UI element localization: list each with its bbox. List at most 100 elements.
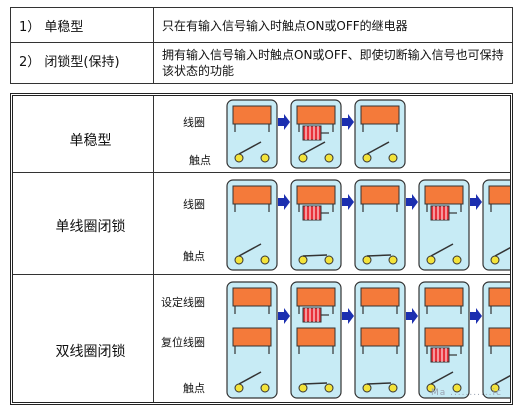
contact-terminal	[260, 153, 270, 163]
label-contact-2: 触点	[183, 250, 205, 263]
single-coil-states	[226, 179, 510, 271]
coil-bracket	[426, 346, 462, 354]
coil	[232, 287, 272, 307]
plunger-stripes	[305, 308, 319, 322]
coil	[232, 105, 272, 125]
contact-terminal	[298, 383, 308, 393]
row-title-monostable: 单稳型	[69, 133, 112, 149]
contact-arm	[430, 243, 454, 257]
coil	[424, 185, 464, 205]
coil	[360, 185, 400, 205]
contact-arm	[494, 246, 510, 257]
relay-type-diagram: 单稳型 单线圈闭锁 双线圈闭锁 线圈 触点 线圈 触点 设定线圈 复位线圈 触点…	[10, 93, 513, 405]
contact-terminal	[234, 153, 244, 163]
coil	[360, 105, 400, 125]
transition-arrow	[470, 308, 482, 324]
coil	[360, 287, 400, 307]
coil-bracket	[362, 124, 398, 132]
transition-arrow	[470, 194, 482, 210]
coil-bracket	[426, 204, 462, 212]
coil-bracket	[234, 306, 270, 314]
contact-terminal	[452, 383, 462, 393]
coil-bracket	[362, 204, 398, 212]
coil	[488, 287, 510, 307]
def-desc-latching: 拥有输入信号输入时触点ON或OFF、即使切断输入信号也可保持该状态的功能	[153, 42, 513, 84]
contact-terminal	[260, 383, 270, 393]
coil	[296, 287, 336, 307]
def-key-latching: 2） 闭锁型(保持)	[10, 42, 154, 84]
contact-terminal	[426, 255, 436, 265]
watermark: Ma ...........ic	[430, 388, 502, 398]
transition-arrow	[406, 308, 418, 324]
contact-terminal	[388, 255, 398, 265]
contact-terminal	[452, 255, 462, 265]
label-coil-1: 线圈	[183, 116, 205, 129]
label-reset-coil: 复位线圈	[161, 336, 205, 349]
def-key-monostable: 1） 单稳型	[10, 7, 154, 43]
contact-terminal	[260, 255, 270, 265]
contact-terminal	[490, 255, 500, 265]
contact-terminal	[298, 153, 308, 163]
contact-terminal	[388, 153, 398, 163]
coil	[296, 327, 336, 347]
coil-bracket	[362, 306, 398, 314]
coil-bracket	[490, 306, 492, 314]
coil	[296, 105, 336, 125]
column-divider	[153, 96, 154, 402]
contact-arm	[366, 254, 392, 257]
contact-arm	[366, 382, 392, 385]
contact-arm	[238, 243, 262, 257]
def-desc-monostable: 只在有输入信号输入时触点ON或OFF的继电器	[153, 7, 513, 43]
double-coil-states	[226, 281, 510, 399]
coil-bracket	[426, 306, 462, 314]
coil	[424, 327, 464, 347]
contact-arm	[302, 141, 326, 155]
contact-terminal	[324, 153, 334, 163]
contact-arm	[238, 371, 262, 385]
coil	[424, 287, 464, 307]
contact-terminal	[388, 383, 398, 393]
row-title-double-coil: 双线圈闭锁	[55, 344, 126, 360]
coil	[360, 327, 400, 347]
coil-bracket	[234, 124, 270, 132]
label-set-coil: 设定线圈	[161, 296, 205, 309]
contact-terminal	[324, 383, 334, 393]
coil-bracket	[234, 346, 270, 354]
contact-terminal	[234, 255, 244, 265]
coil	[232, 185, 272, 205]
row-title-single-coil: 单线圈闭锁	[55, 219, 126, 235]
plunger-stripes	[305, 206, 319, 220]
transition-arrow	[278, 308, 290, 324]
contact-arm	[430, 371, 454, 385]
plunger-stripes	[305, 126, 319, 140]
monostable-states	[226, 99, 406, 169]
label-contact-1: 触点	[189, 154, 211, 167]
transition-arrow	[278, 194, 290, 210]
contact-terminal	[324, 255, 334, 265]
coil-bracket	[490, 204, 492, 212]
coil-bracket	[298, 124, 334, 132]
row-divider-2	[13, 274, 510, 275]
label-coil-2: 线圈	[183, 198, 205, 211]
label-contact-3: 触点	[183, 382, 205, 395]
coil-bracket	[234, 204, 270, 212]
relay-states-svg	[226, 99, 510, 399]
coil-bracket	[490, 346, 492, 354]
contact-terminal	[362, 153, 372, 163]
coil	[488, 327, 510, 347]
contact-arm	[238, 141, 262, 155]
coil-bracket	[298, 204, 334, 212]
coil	[232, 327, 272, 347]
coil	[296, 185, 336, 205]
contact-terminal	[362, 383, 372, 393]
transition-arrow	[342, 194, 354, 210]
coil-bracket	[298, 346, 334, 354]
plunger-stripes	[433, 206, 447, 220]
contact-arm	[302, 382, 328, 385]
coil-bracket	[362, 346, 398, 354]
definition-table: 1） 单稳型 只在有输入信号输入时触点ON或OFF的继电器 2） 闭锁型(保持)…	[10, 7, 513, 84]
coil-bracket	[298, 306, 334, 314]
contact-arm	[494, 374, 510, 385]
transition-arrow	[406, 194, 418, 210]
contact-arm	[366, 141, 390, 155]
